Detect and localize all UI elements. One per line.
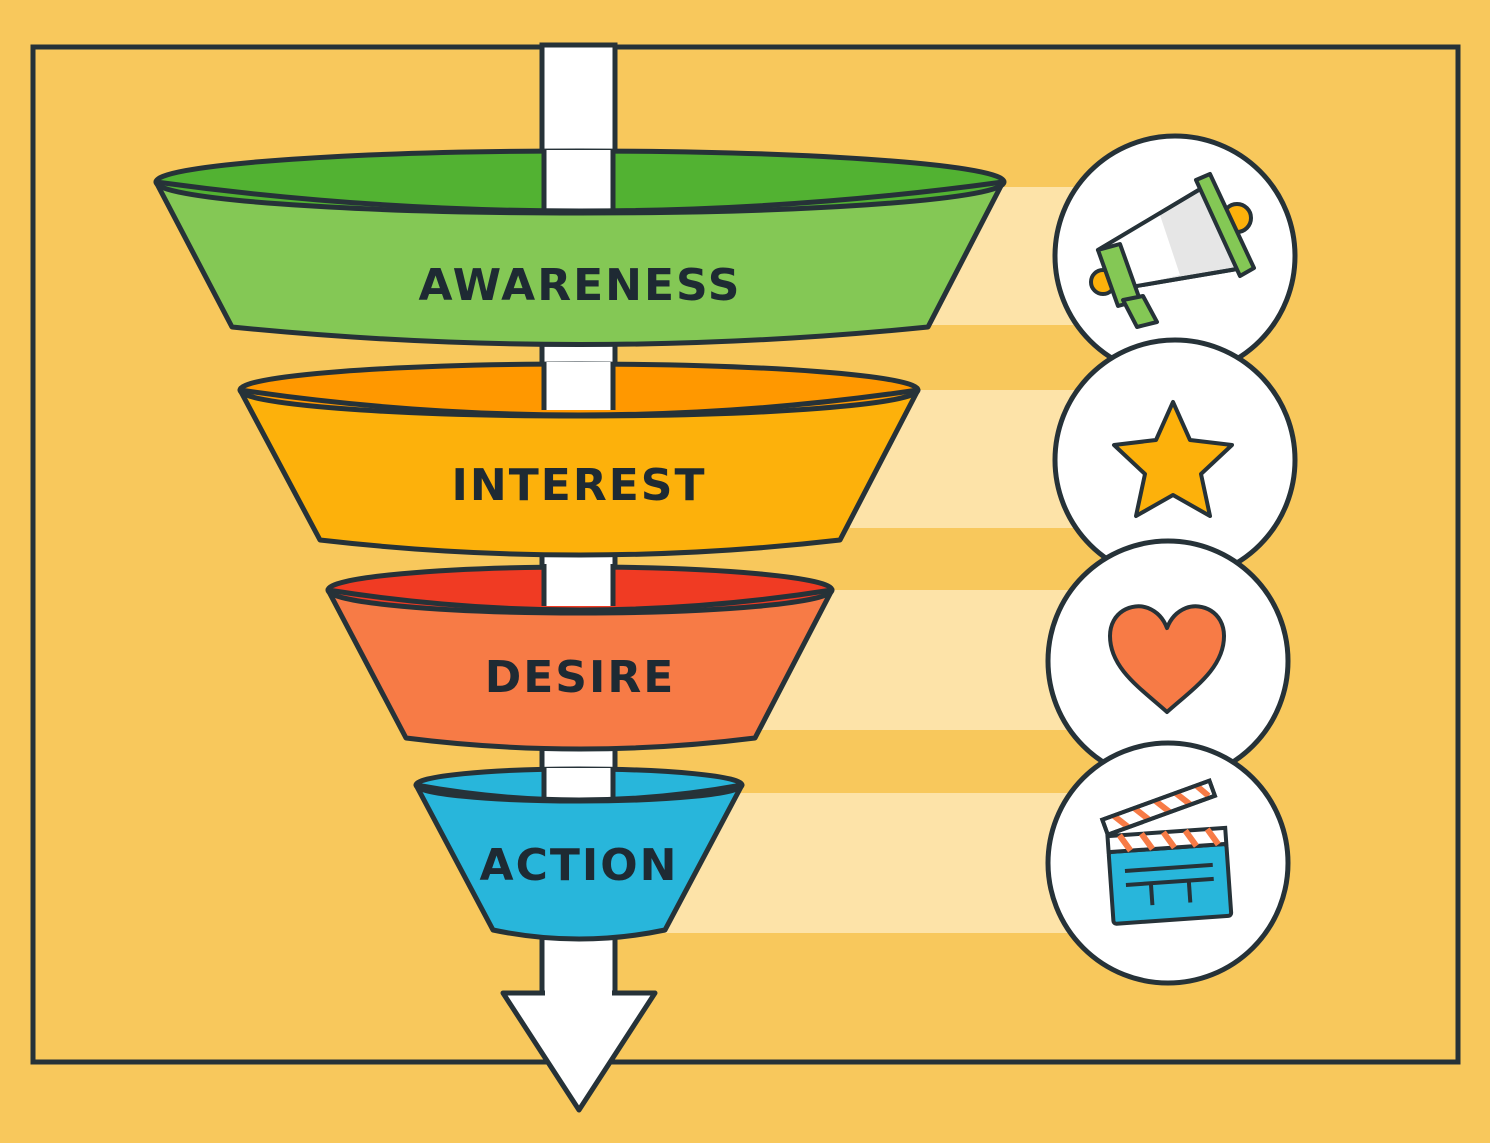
stage-action: ACTION: [413, 766, 745, 942]
heart-icon: [1045, 538, 1291, 784]
icon-column: [1045, 133, 1298, 986]
stage-label: ACTION: [480, 840, 679, 891]
stage-label: DESIRE: [485, 652, 676, 703]
stage-interest: INTEREST: [237, 361, 921, 558]
megaphone-icon: [1052, 133, 1298, 379]
stage-awareness: AWARENESS: [153, 148, 1007, 347]
frame-border: [30, 44, 1461, 1065]
stage-label: AWARENESS: [419, 260, 742, 311]
stage-label: INTEREST: [452, 460, 707, 511]
stage-desire: DESIRE: [325, 564, 835, 752]
clapperboard-icon: [1045, 740, 1291, 986]
arrow-head: [500, 990, 658, 1113]
star-icon: [1052, 337, 1298, 583]
